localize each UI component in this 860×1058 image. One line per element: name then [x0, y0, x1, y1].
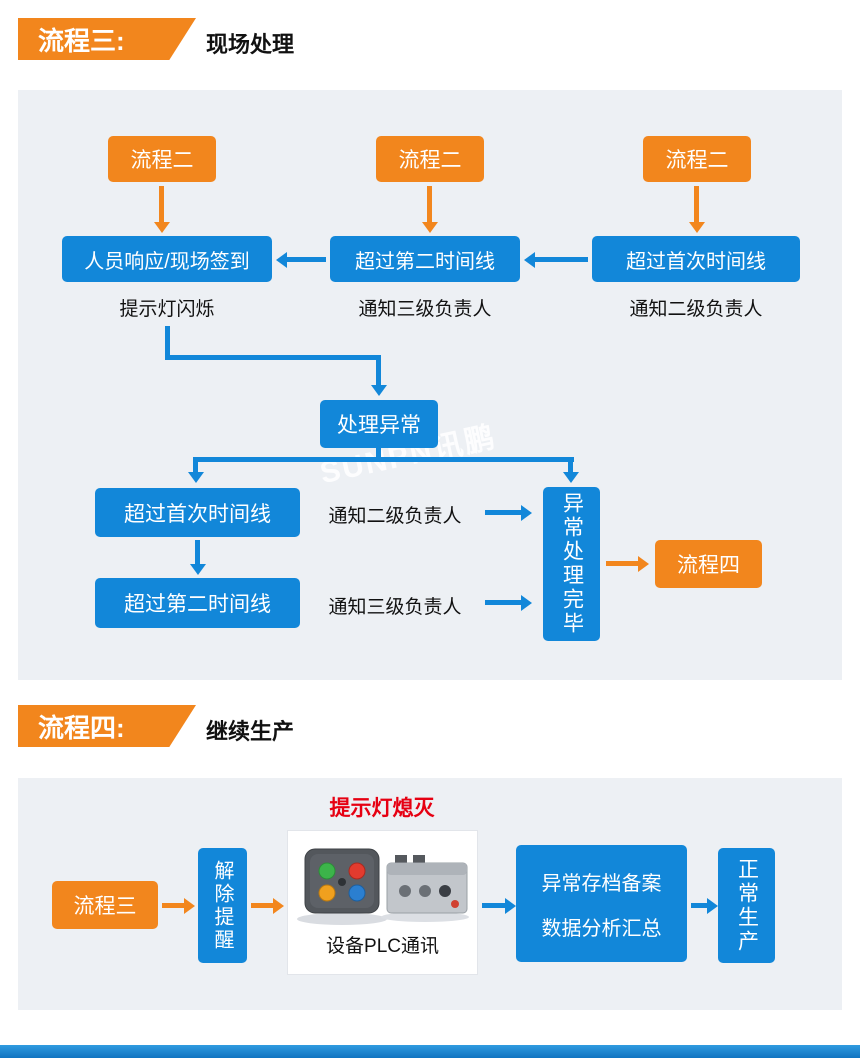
- section3-banner-label: 流程三:: [38, 25, 125, 56]
- archive-box-line1: 异常存档备案: [541, 872, 662, 895]
- notify-level3-branch-caption: 通知三级负责人: [328, 597, 462, 618]
- release-reminder-box: 解除提醒: [198, 848, 247, 963]
- arrow-down-icon: [568, 457, 573, 472]
- arrow-down-icon: [694, 186, 699, 222]
- arrow-right-icon: [162, 903, 184, 908]
- archive-box-line2: 数据分析汇总: [541, 917, 662, 940]
- section4-header: 流程四: 继续生产: [18, 705, 718, 748]
- over-second-timeline-box: 超过第二时间线: [95, 578, 300, 628]
- light-off-caption: 提示灯熄灭: [329, 797, 435, 820]
- section4-banner: 流程四:: [18, 705, 196, 747]
- connector-segment: [165, 326, 170, 360]
- arrow-right-icon: [606, 561, 638, 566]
- arrow-right-icon: [485, 510, 521, 515]
- arrow-right-icon: [691, 903, 707, 908]
- over-first-timeline-box: 超过首次时间线: [95, 488, 300, 537]
- second-timeline-box: 超过第二时间线: [330, 236, 520, 282]
- connector-segment: [195, 457, 574, 462]
- arrow-down-icon: [427, 186, 432, 222]
- footer-bar: [0, 1045, 860, 1058]
- notify-level3-caption: 通知三级负责人: [358, 299, 492, 320]
- light-blink-caption: 提示灯闪烁: [119, 299, 215, 320]
- section3-title: 现场处理: [206, 32, 295, 57]
- arrow-left-icon: [535, 257, 588, 262]
- arrow-right-icon: [485, 600, 521, 605]
- flow2-box-3: 流程二: [643, 136, 751, 182]
- archive-box: 异常存档备案 数据分析汇总: [516, 845, 687, 962]
- section4-banner-label: 流程四:: [38, 712, 125, 743]
- plc-device-illustration: [297, 848, 469, 925]
- section3-panel: SUNPN讯鹏 流程二 流程二 流程二 人员响应/现场签到 超过第二时间线 超过…: [18, 90, 842, 680]
- arrow-down-icon: [195, 540, 200, 564]
- section4-panel: SUNPN讯鹏 提示灯熄灭 流程三 解除提醒: [18, 778, 842, 1010]
- plc-device-caption: 设备PLC通讯: [326, 936, 439, 957]
- arrow-right-icon: [251, 903, 273, 908]
- arrow-left-icon: [287, 257, 326, 262]
- flow4-next-box: 流程四: [655, 540, 762, 588]
- plc-device-card: 设备PLC通讯: [287, 830, 478, 975]
- respond-signin-box: 人员响应/现场签到: [62, 236, 272, 282]
- notify-level2-branch-caption: 通知二级负责人: [328, 506, 462, 527]
- section4-title: 继续生产: [206, 719, 295, 744]
- first-timeline-box: 超过首次时间线: [592, 236, 800, 282]
- section3-header: 流程三: 现场处理: [18, 18, 718, 61]
- arrow-down-icon: [193, 457, 198, 472]
- exception-done-box: 异常处理完毕: [543, 487, 600, 641]
- connector-segment: [376, 448, 381, 462]
- handle-exception-box: 处理异常: [320, 400, 438, 448]
- normal-production-box: 正常生产: [718, 848, 775, 963]
- flow2-box-1: 流程二: [108, 136, 216, 182]
- arrow-right-icon: [482, 903, 505, 908]
- notify-level2-caption: 通知二级负责人: [629, 299, 763, 320]
- arrow-down-icon: [376, 355, 381, 385]
- section3-banner: 流程三:: [18, 18, 196, 60]
- arrow-down-icon: [159, 186, 164, 222]
- connector-segment: [165, 355, 381, 360]
- flow3-prev-box: 流程三: [52, 881, 158, 929]
- flow2-box-2: 流程二: [376, 136, 484, 182]
